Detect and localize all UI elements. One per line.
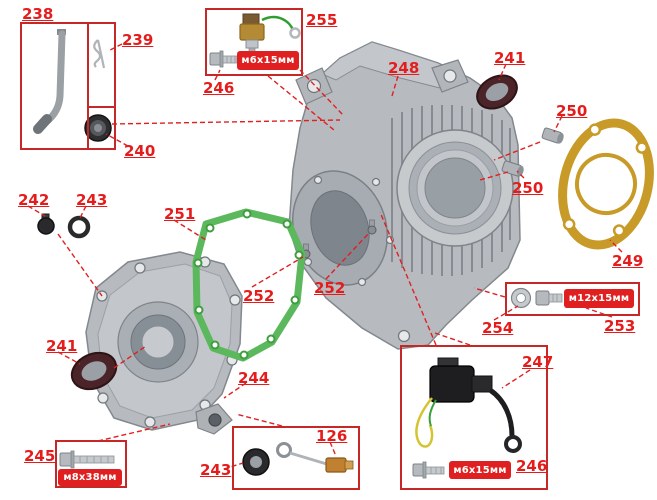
oil-sensor-247-part xyxy=(415,357,522,453)
part-label-246-bottom: 246 xyxy=(516,457,548,475)
part-label-254: 254 xyxy=(482,319,514,337)
washer-254-part xyxy=(510,287,532,309)
part-label-252-right: 252 xyxy=(314,279,346,297)
part-label-241-top: 241 xyxy=(494,49,526,67)
oil-seal-240-part xyxy=(84,114,112,142)
callout-box-247 xyxy=(400,345,548,490)
part-label-246-top: 246 xyxy=(203,79,235,97)
crankcase-248-part xyxy=(288,41,521,350)
plug-242-part xyxy=(37,213,55,235)
crankcase-mouth xyxy=(291,170,389,286)
part-label-238: 238 xyxy=(22,5,54,23)
oil-seal-241-top-part xyxy=(476,74,518,110)
part-label-244: 244 xyxy=(238,369,270,387)
callout-box-126 xyxy=(232,426,360,490)
size-badge-m8x38: м8х38мм xyxy=(58,469,122,486)
bolt-246-bottom-part xyxy=(412,461,445,479)
part-label-243-left: 243 xyxy=(76,191,108,209)
crankcase-gasket-251-part xyxy=(192,208,306,362)
temp-sensor-255-part xyxy=(239,13,301,55)
callout-divider-vertical xyxy=(87,24,89,148)
part-label-251: 251 xyxy=(164,205,196,223)
o-ring-243-part xyxy=(67,215,91,239)
part-label-253: 253 xyxy=(604,317,636,335)
size-badge-m6x15-bottom: м6х15мм xyxy=(449,461,511,479)
dipstick-126-part xyxy=(276,442,354,473)
part-label-247: 247 xyxy=(522,353,554,371)
handle-rod-238-part xyxy=(33,29,66,134)
part-label-242: 242 xyxy=(18,191,50,209)
part-label-255: 255 xyxy=(306,11,338,29)
bolt-253-part xyxy=(535,290,563,306)
bolt-245-part xyxy=(59,450,115,469)
oil-seal-241-left-part xyxy=(70,351,118,391)
callout-box-238 xyxy=(20,22,116,150)
part-label-249: 249 xyxy=(612,252,644,270)
part-label-239: 239 xyxy=(122,31,154,49)
part-label-126: 126 xyxy=(316,427,348,445)
part-label-248: 248 xyxy=(388,59,420,77)
stud-252-right-part xyxy=(367,219,377,235)
leader-lines xyxy=(27,43,623,470)
callout-box-245 xyxy=(55,440,127,488)
cylinder-bore xyxy=(396,129,514,247)
bolt-246-top-part xyxy=(209,50,238,68)
dowel-pin-250-top-part xyxy=(541,127,564,144)
size-badge-m6x15-top: м6х15мм xyxy=(237,51,299,70)
part-label-245: 245 xyxy=(24,447,56,465)
part-label-241-left: 241 xyxy=(46,337,78,355)
callout-divider-horizontal xyxy=(87,106,114,108)
cotter-pin-239-part xyxy=(93,39,106,69)
oil-seal-243-bottom-part xyxy=(242,448,270,476)
part-label-243-bottom: 243 xyxy=(200,461,232,479)
head-gasket-249-part xyxy=(558,118,654,250)
size-badge-m12x15: м12х15мм xyxy=(564,289,634,308)
callout-box-253 xyxy=(505,282,640,316)
callout-box-255 xyxy=(205,8,303,76)
part-label-252-left: 252 xyxy=(243,287,275,305)
part-label-250-top: 250 xyxy=(556,102,588,120)
part-label-240: 240 xyxy=(124,142,156,160)
part-label-250-mid: 250 xyxy=(512,179,544,197)
